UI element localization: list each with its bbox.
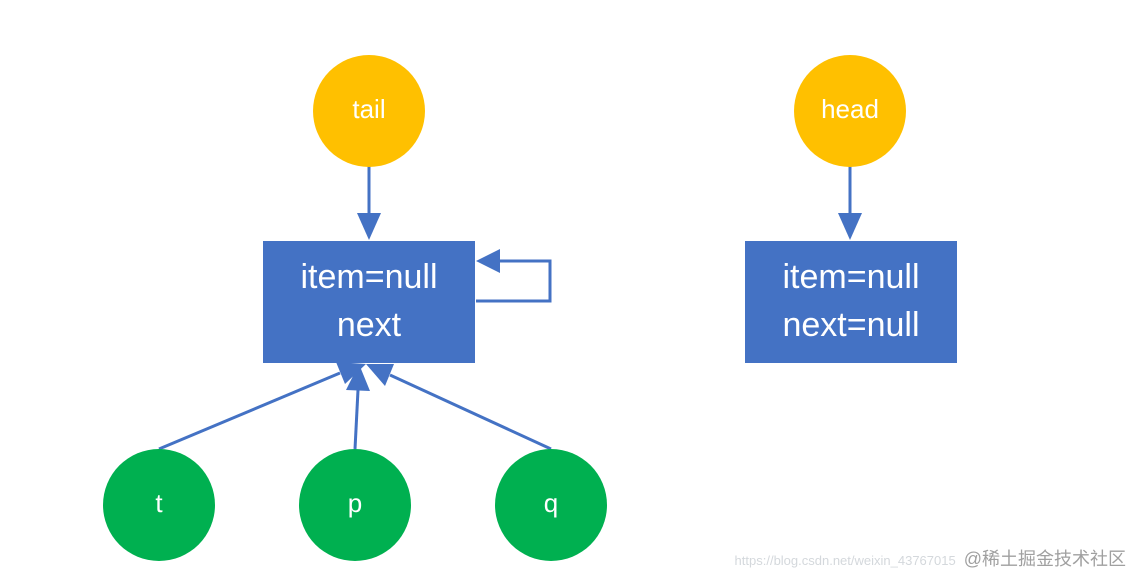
node-right: item=null next=null: [745, 241, 957, 363]
arrow-head-to-node: [838, 166, 862, 240]
watermark-brand: @稀土掘金技术社区: [963, 549, 1126, 569]
self-loop-arrow: [476, 249, 552, 303]
variable-p-label: p: [348, 488, 362, 518]
node-right-item: item=null: [782, 258, 919, 296]
arrow-p-to-node: [346, 364, 370, 450]
node-left: item=null next: [263, 241, 475, 363]
variable-t-label: t: [155, 488, 163, 518]
tail-pointer: tail: [313, 55, 425, 167]
variable-t: t: [103, 449, 215, 561]
arrow-q-to-node: [366, 364, 552, 451]
variable-q: q: [495, 449, 607, 561]
head-pointer: head: [794, 55, 906, 167]
watermark-url: https://blog.csdn.net/weixin_43767015: [734, 553, 956, 568]
node-left-item: item=null: [300, 258, 437, 296]
tail-label: tail: [352, 94, 385, 124]
node-right-next: next=null: [782, 306, 919, 344]
variable-p: p: [299, 449, 411, 561]
watermark: https://blog.csdn.net/weixin_43767015 @稀…: [735, 545, 1126, 571]
arrow-tail-to-node: [357, 166, 381, 240]
head-label: head: [821, 94, 879, 124]
node-left-next: next: [337, 306, 402, 344]
arrow-t-to-node: [158, 362, 366, 451]
variable-q-label: q: [544, 488, 558, 518]
